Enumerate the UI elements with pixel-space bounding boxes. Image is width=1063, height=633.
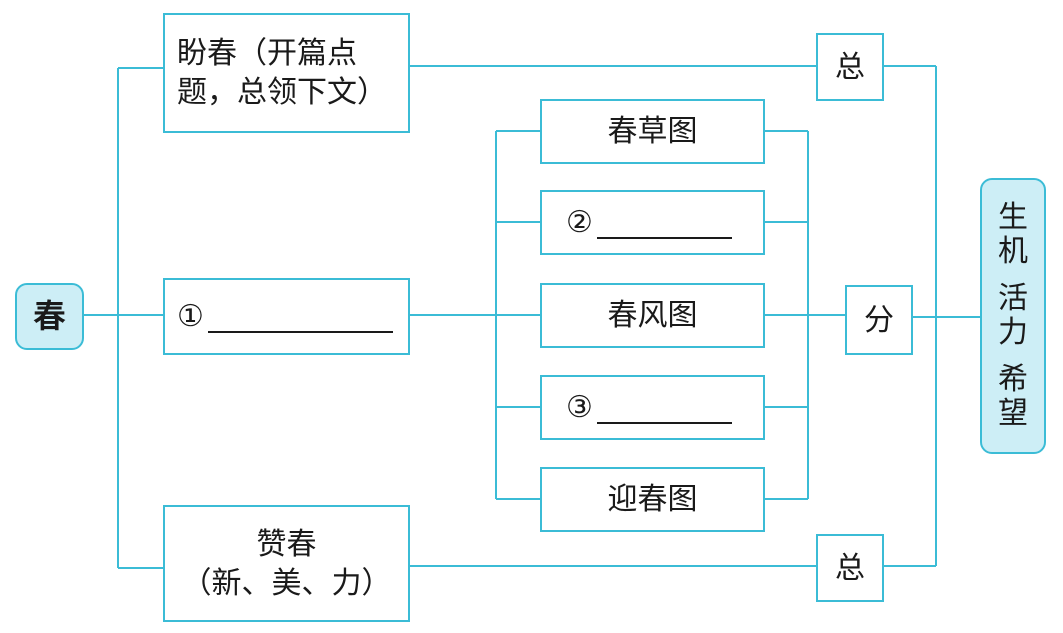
branch-panchun-text: 盼春（开篇点题，总领下文）	[177, 36, 387, 110]
structure-top-label: 总	[835, 49, 865, 85]
picture-blank-2: ②	[540, 190, 765, 255]
structure-top-zong: 总	[816, 33, 884, 101]
blank-1-marker: ①	[177, 299, 204, 334]
theme-box: 生机 活力 希望	[980, 178, 1046, 454]
picture-yingchun: 迎春图	[540, 467, 765, 532]
blank-3-answer-line	[596, 391, 732, 425]
structure-bottom-zong: 总	[816, 534, 884, 602]
picture-chuncao: 春草图	[540, 99, 765, 164]
blank-2-answer-line	[596, 206, 732, 240]
picture-blank-3: ③	[540, 375, 765, 440]
picture-chunfeng: 春风图	[540, 283, 765, 348]
root-label: 春	[33, 296, 66, 335]
blank-3-marker: ③	[566, 390, 593, 425]
blank-1-answer-line	[207, 300, 393, 334]
structure-middle-fen: 分	[845, 285, 913, 355]
picture-chuncao-label: 春草图	[607, 114, 698, 149]
root-node: 春	[15, 283, 84, 350]
picture-yingchun-label: 迎春图	[607, 482, 698, 517]
theme-line-3: 希望	[998, 361, 1028, 431]
branch-zanchun-line1: 赞春	[256, 526, 317, 562]
branch-zanchun: 赞春 （新、美、力）	[163, 505, 410, 622]
branch-panchun: 盼春（开篇点题，总领下文）	[163, 13, 410, 133]
structure-bottom-label: 总	[835, 550, 865, 586]
picture-chunfeng-label: 春风图	[607, 298, 698, 333]
blank-2-marker: ②	[566, 205, 593, 240]
theme-line-2: 活力	[998, 280, 1028, 350]
branch-blank-1: ①	[163, 278, 410, 355]
theme-line-1: 生机	[998, 199, 1028, 269]
branch-zanchun-line2: （新、美、力）	[181, 565, 392, 601]
structure-middle-label: 分	[864, 302, 894, 338]
